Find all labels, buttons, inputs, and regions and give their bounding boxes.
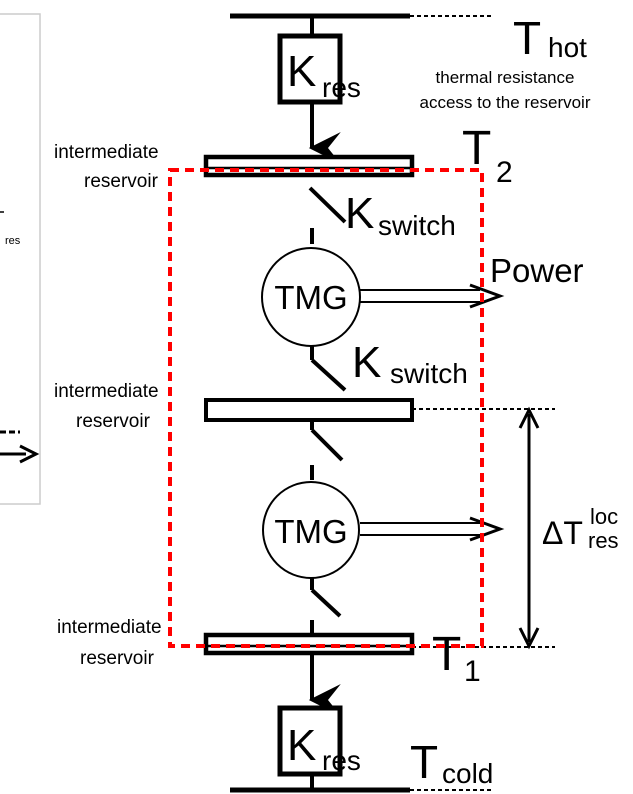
power-arrow-upper-icon [360,283,505,309]
control-volume-dashed-box [168,168,484,648]
tmg-upper-label: TMG [274,279,347,316]
left-panel-arrow-icon [0,444,40,464]
left-panel-fragment: res [0,13,41,505]
k-switch-upper-main: K [345,189,374,238]
switch-upper-icon [308,186,347,224]
switch-bottom-icon [310,588,342,618]
t2-main: T [462,122,491,175]
k-res-bottom-sub: res [322,745,361,776]
t-hot-main: T [513,12,541,64]
t2-sub: 2 [496,156,513,189]
middle-intermediate-reservoir [204,398,414,422]
t-cold-main: T [410,736,438,788]
switch-lower-icon [310,358,347,392]
delta-t-main: ΔT [542,515,583,551]
k-switch-lower-main: K [352,338,381,387]
upper-reservoir-label-line2: reservoir [84,171,159,192]
upper-reservoir-label-line1: intermediate [54,142,159,163]
power-label: Power [490,252,584,289]
thermal-resistance-note-line1: thermal resistance [436,68,575,87]
power-arrow-lower-icon [360,516,505,542]
k-switch-upper-sub: switch [378,210,456,241]
t1-main: T [432,628,461,681]
middle-reservoir-label-line2: reservoir [76,411,151,432]
k-res-top-main: K [287,47,316,96]
t1-sub: 1 [464,655,481,688]
left-panel-sub-label: res [5,235,21,247]
delta-t-double-arrow-icon [518,406,540,650]
left-panel-border [0,13,41,505]
delta-t-sup: loc [590,504,618,529]
k-res-top-sub: res [322,72,361,103]
t-cold-sub: cold [442,758,493,789]
t-hot-sub: hot [548,32,587,63]
switch-middle-icon [310,428,344,462]
tmg-lower-label: TMG [274,513,347,550]
middle-reservoir-label-line1: intermediate [54,381,159,402]
lower-reservoir-label-line1: intermediate [57,617,162,638]
delta-t-sub: res [588,528,619,553]
k-switch-lower-sub: switch [390,358,468,389]
lower-reservoir-label-line2: reservoir [80,648,155,669]
k-res-bottom-main: K [287,721,316,770]
upper-intermediate-reservoir [203,154,415,178]
thermal-resistance-note-line2: access to the reservoir [419,93,590,112]
